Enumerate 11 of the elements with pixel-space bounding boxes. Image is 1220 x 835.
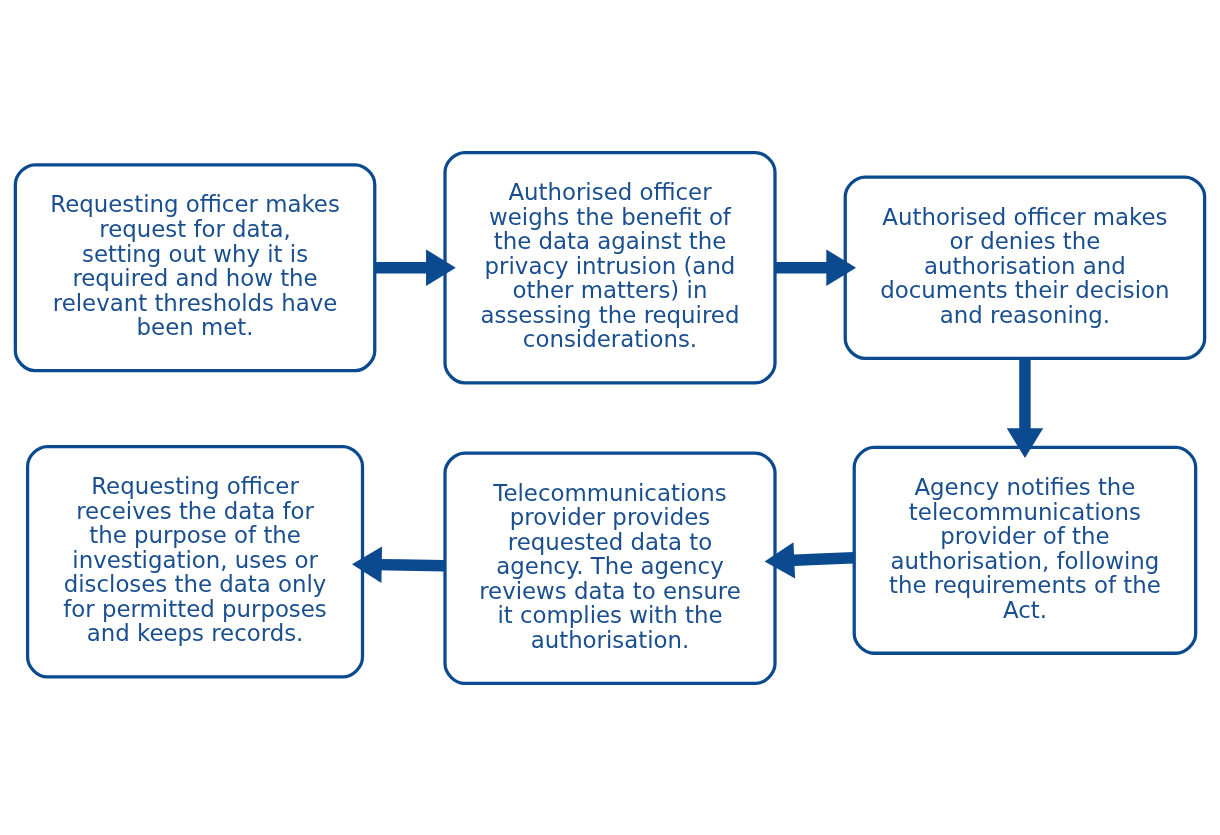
node-box: Requesting officer receives the data for the purpose of the investigation, uses or discloses the data only for permitted purposes and keeps records. [25, 444, 365, 679]
arrow [374, 249, 456, 286]
node-box: Agency notifies the telecommunications provider of the authorisation, following the requirements of the Act. [852, 445, 1198, 655]
node-box: Authorised officer makes or denies the authorisation and documents their decision and reasoning. [843, 174, 1207, 360]
arrow [352, 545, 445, 583]
node-box: Authorised officer weighs the benefit of the data against the privacy intrusion (and other matters) in assessing the required considerations. [443, 150, 777, 384]
arrow [764, 541, 855, 579]
node-box: Telecommunications provider provides requested data to agency. The agency reviews data to ensure it complies with the authorisation. [443, 451, 777, 685]
arrow [1006, 358, 1044, 458]
node-box: Requesting officer makes request for data, setting out why it is required and how the relevant thresholds have been met. [13, 162, 377, 372]
arrow [775, 249, 857, 286]
